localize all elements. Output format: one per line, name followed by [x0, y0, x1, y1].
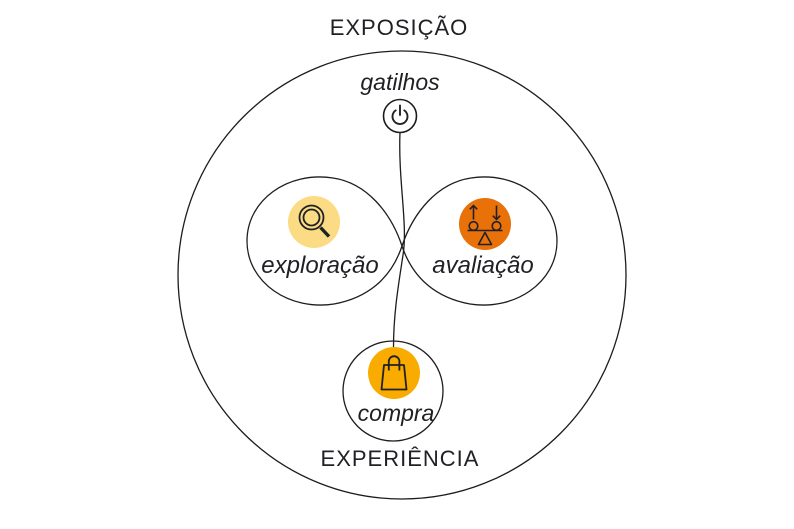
- compra-label: compra: [357, 400, 435, 426]
- compra-circle: [342, 340, 444, 442]
- experiencia-label: EXPERIÊNCIA: [320, 446, 480, 471]
- search-icon: [298, 204, 331, 238]
- exploracao-label: exploração: [261, 252, 379, 279]
- gatilhos-label: gatilhos: [360, 69, 440, 95]
- trigger-line: [392, 132, 406, 348]
- avaliacao-label: avaliação: [432, 252, 534, 279]
- outer-circle: [177, 50, 627, 500]
- infinity-loop: [246, 176, 558, 306]
- exploracao-bubble: [288, 196, 340, 248]
- avaliacao-bubble: [459, 198, 511, 250]
- compra-bubble: [368, 347, 420, 399]
- shopping-bag-icon: [380, 355, 408, 391]
- balance-icon: [467, 204, 503, 246]
- power-icon: [382, 98, 418, 134]
- exposicao-label: EXPOSIÇÃO: [329, 15, 469, 40]
